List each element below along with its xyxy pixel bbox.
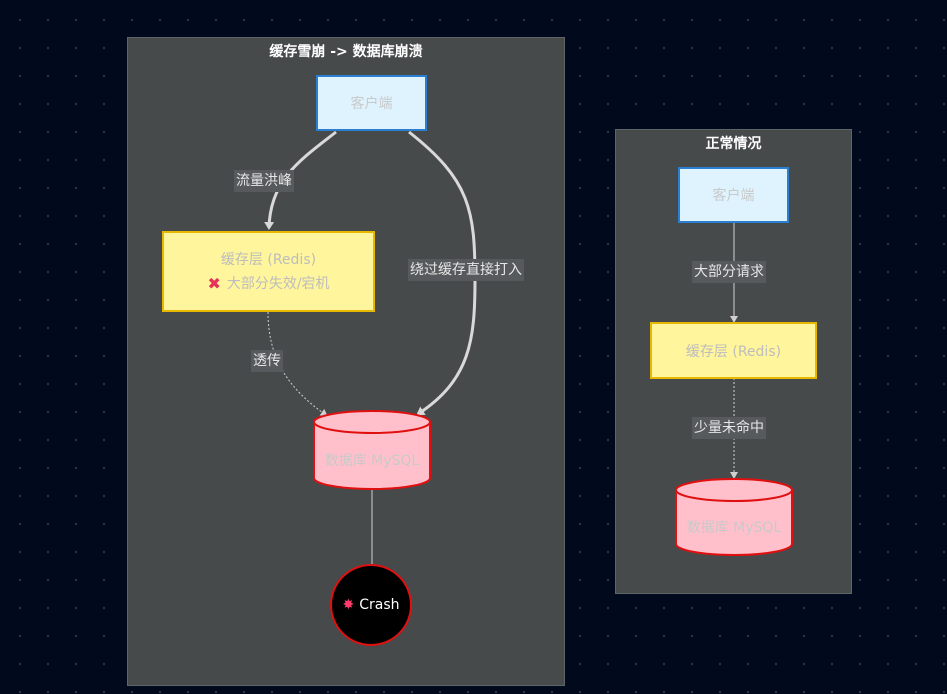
node-label: Crash — [359, 597, 400, 613]
edge-label-bypass: 绕过缓存直接打入 — [408, 259, 524, 281]
node-label: 缓存层 (Redis) — [220, 251, 317, 268]
db-label: 数据库 MySQL — [686, 520, 782, 536]
db-label: 数据库 MySQL — [324, 453, 420, 469]
edge-label-passthrough: 透传 — [251, 350, 283, 372]
edge-label-flood: 流量洪峰 — [234, 170, 294, 192]
node-client: 客户端 — [316, 75, 427, 131]
node-cache-redis: 缓存层 (Redis) ✖ 大部分失效/宕机 — [162, 231, 375, 312]
node-crash: ✸ Crash — [330, 564, 412, 646]
collision-icon: ✸ — [342, 597, 355, 613]
node-db-mysql — [675, 478, 793, 556]
edge-passthrough — [267, 311, 328, 417]
edge-label-most-requests: 大部分请求 — [692, 261, 766, 283]
node-cache-redis: 缓存层 (Redis) — [650, 322, 817, 379]
node-label: 大部分失效/宕机 — [226, 275, 330, 292]
cluster-title: 缓存雪崩 -> 数据库崩溃 — [269, 44, 423, 60]
node-label: 客户端 — [350, 96, 393, 112]
cross-mark-icon: ✖ — [207, 273, 221, 293]
node-label: 客户端 — [712, 188, 755, 204]
edge-label-miss: 少量未命中 — [692, 417, 766, 439]
cluster-title: 正常情况 — [705, 136, 762, 152]
node-client: 客户端 — [678, 167, 789, 223]
node-db-mysql — [313, 410, 431, 490]
node-label: 缓存层 (Redis) — [685, 343, 782, 360]
